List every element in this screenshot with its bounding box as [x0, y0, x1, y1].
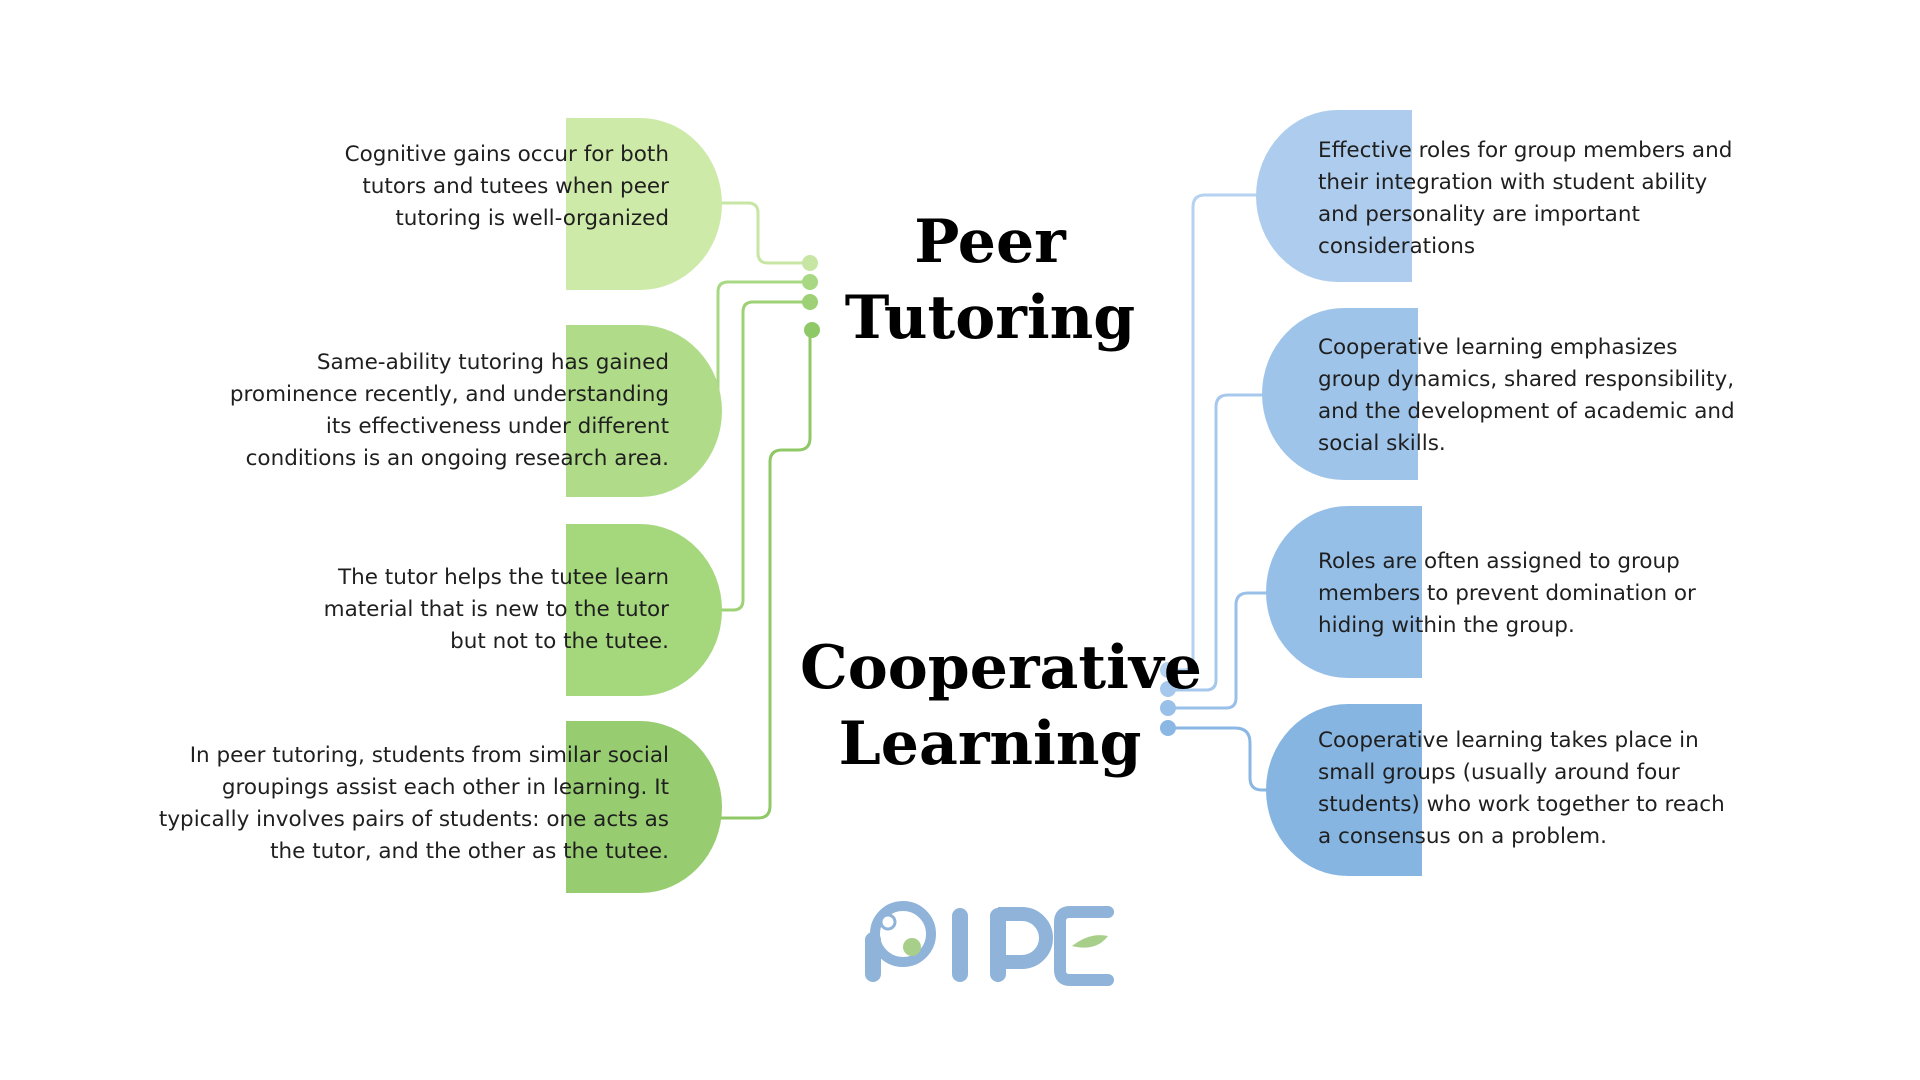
coop-shapes: [1256, 110, 1422, 876]
peer-note-2: Same-ability tutoring has gained promine…: [109, 347, 669, 475]
coop-shape-2: [1262, 308, 1418, 480]
coop-shape-1: [1256, 110, 1412, 282]
coop-note-1-line: considerations: [1318, 234, 1476, 259]
peer-dot-1: [802, 255, 818, 271]
coop-note-4-line: a consensus on a problem.: [1318, 824, 1607, 849]
peer-note-4-line: groupings assist each other in learning.…: [221, 775, 669, 800]
coop-shape-3: [1266, 506, 1422, 678]
peer-shape-4: [566, 721, 722, 893]
peer-note-4-line: In peer tutoring, students from similar …: [189, 743, 669, 768]
peer-connector-3: [718, 300, 808, 612]
coop-connector-dots: [1160, 662, 1176, 736]
peer-shape-3: [566, 524, 722, 696]
peer-connector-2: [716, 280, 808, 400]
peer-connectors: [716, 201, 812, 820]
peer-connector-4: [718, 330, 812, 820]
coop-note-1-line: and personality are important: [1318, 202, 1640, 227]
peer-connector-dots: [802, 255, 820, 338]
peer-dot-4: [804, 322, 820, 338]
peer-note-1-line: Cognitive gains occur for both: [344, 142, 669, 167]
coop-note-3: Roles are often assigned to group member…: [1318, 546, 1878, 642]
coop-connector-3: [1168, 591, 1268, 710]
coop-title-line-1: Cooperative: [800, 633, 1202, 703]
peer-title-line-1: Peer: [914, 207, 1066, 277]
coop-note-2-line: and the development of academic and: [1318, 399, 1735, 424]
peer-tutoring-title: Peer Tutoring: [830, 204, 1150, 356]
cooperative-learning-title: Cooperative Learning: [800, 630, 1202, 782]
peer-connector-1: [718, 201, 808, 265]
coop-connector-4: [1168, 726, 1268, 792]
peer-note-3: The tutor helps the tutee learn material…: [149, 562, 669, 658]
logo-letter-p2: [990, 907, 1053, 982]
peer-note-3-line: material that is new to the tutor: [323, 597, 669, 622]
coop-note-3-line: Roles are often assigned to group: [1318, 549, 1680, 574]
peer-note-2-line: prominence recently, and understanding: [229, 382, 669, 407]
peer-shapes: [566, 118, 722, 893]
coop-note-4-line: Cooperative learning takes place in: [1318, 728, 1699, 753]
coop-note-2-line: Cooperative learning emphasizes: [1318, 335, 1678, 360]
peer-shape-1: [566, 118, 722, 290]
peer-note-3-line: The tutor helps the tutee learn: [337, 565, 669, 590]
pipe-logo: [865, 901, 1114, 986]
peer-note-2-line: Same-ability tutoring has gained: [316, 350, 669, 375]
coop-note-4: Cooperative learning takes place in smal…: [1318, 725, 1878, 853]
peer-note-2-line: conditions is an ongoing research area.: [245, 446, 669, 471]
coop-connector-1: [1168, 193, 1258, 672]
logo-letter-i: [952, 908, 968, 982]
logo-letter-p1: [865, 901, 936, 982]
peer-note-3-line: but not to the tutee.: [450, 629, 669, 654]
peer-dot-3: [802, 294, 818, 310]
coop-dot-4: [1160, 720, 1176, 736]
coop-shape-4: [1266, 704, 1422, 876]
coop-note-2: Cooperative learning emphasizes group dy…: [1318, 332, 1878, 460]
coop-dot-2: [1160, 681, 1176, 697]
peer-note-1-line: tutors and tutees when peer: [362, 174, 669, 199]
peer-dot-2: [802, 274, 818, 290]
coop-note-1: Effective roles for group members and th…: [1318, 135, 1878, 263]
coop-dot-3: [1160, 700, 1176, 716]
coop-note-2-line: social skills.: [1318, 431, 1446, 456]
logo-letter-e: [1054, 906, 1114, 986]
peer-title-line-2: Tutoring: [844, 283, 1136, 353]
coop-note-4-line: small groups (usually around four: [1318, 760, 1680, 785]
coop-note-4-line: students) who work together to reach: [1318, 792, 1725, 817]
peer-note-4-line: typically involves pairs of students: on…: [158, 807, 669, 832]
coop-dot-1: [1160, 662, 1176, 678]
peer-note-4-line: the tutor, and the other as the tutee.: [270, 839, 669, 864]
peer-note-2-line: its effectiveness under different: [325, 414, 669, 439]
coop-note-1-line: Effective roles for group members and: [1318, 138, 1733, 163]
coop-note-3-line: hiding within the group.: [1318, 613, 1575, 638]
peer-note-4: In peer tutoring, students from similar …: [29, 740, 669, 868]
peer-note-1: Cognitive gains occur for both tutors an…: [149, 139, 669, 235]
coop-connector-2: [1168, 393, 1263, 692]
peer-note-1-line: tutoring is well-organized: [395, 206, 669, 231]
coop-title-line-2: Learning: [838, 709, 1142, 779]
coop-connectors: [1168, 193, 1268, 792]
coop-note-1-line: their integration with student ability: [1318, 170, 1708, 195]
coop-note-3-line: members to prevent domination or: [1318, 581, 1696, 606]
coop-note-2-line: group dynamics, shared responsibility,: [1318, 367, 1735, 392]
peer-shape-2: [566, 325, 722, 497]
